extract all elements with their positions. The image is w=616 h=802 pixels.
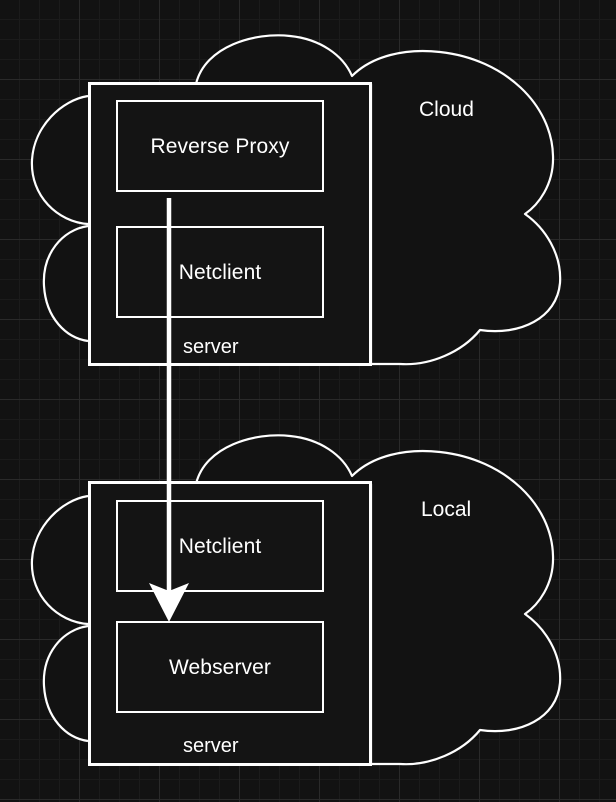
local-server-label: server bbox=[183, 735, 239, 757]
local-netclient-box[interactable]: Netclient bbox=[116, 500, 324, 592]
cloud-server-box[interactable]: Reverse Proxy Netclient server bbox=[88, 82, 372, 366]
cloud-netclient-box[interactable]: Netclient bbox=[116, 226, 324, 318]
local-server-box[interactable]: Netclient Webserver server bbox=[88, 481, 372, 766]
cloud-local-left-lobe-upper bbox=[30, 494, 89, 626]
cloud-netclient-label: Netclient bbox=[178, 260, 262, 284]
cloud-shape-cloud[interactable] bbox=[194, 34, 562, 366]
cloud-server-label: server bbox=[183, 336, 239, 358]
cloud-shape-local[interactable] bbox=[194, 434, 562, 766]
local-zone-label: Local bbox=[421, 498, 472, 521]
local-netclient-label: Netclient bbox=[178, 534, 262, 558]
cloud-local-left-lobe-lower bbox=[42, 624, 89, 743]
webserver-box[interactable]: Webserver bbox=[116, 621, 324, 713]
cloud-left-lobe-upper bbox=[30, 94, 89, 226]
cloud-left-lobe-lower bbox=[42, 224, 89, 343]
cloud-zone-label: Cloud bbox=[419, 98, 474, 121]
webserver-label: Webserver bbox=[168, 655, 272, 679]
reverse-proxy-box[interactable]: Reverse Proxy bbox=[116, 100, 324, 192]
reverse-proxy-label: Reverse Proxy bbox=[150, 134, 290, 158]
arrowhead-icon bbox=[149, 583, 189, 622]
proxy-to-webserver-arrow[interactable] bbox=[149, 198, 189, 622]
